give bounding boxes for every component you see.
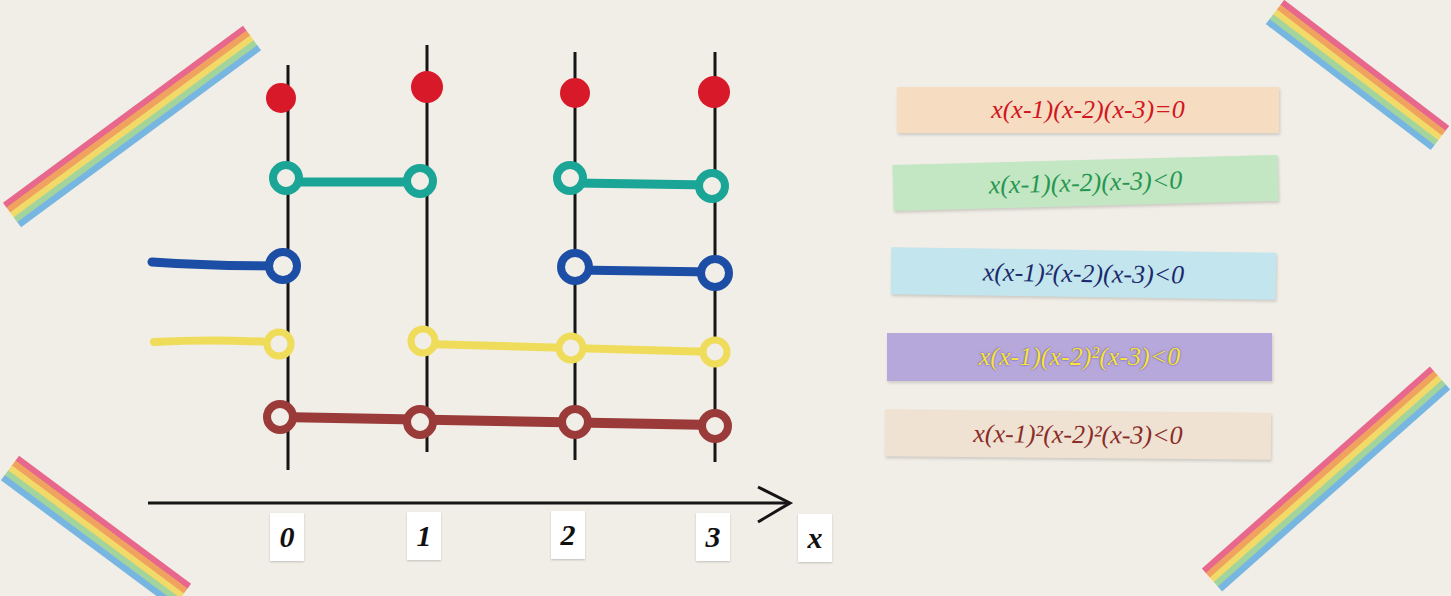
equation-strip: x(x-1)(x-2)(x-3)=0: [897, 87, 1279, 133]
open-point: [273, 165, 299, 191]
candy-stripe: [5, 28, 245, 205]
candy-stripe: [1268, 22, 1433, 148]
candy-stripe: [1204, 369, 1432, 571]
candy-stripe: [14, 463, 186, 591]
interval: [288, 178, 418, 187]
axis-number: 2: [561, 518, 576, 552]
candy-stripe: [1279, 7, 1444, 133]
candy-stripe: [8, 33, 248, 210]
open-point: [411, 329, 435, 353]
axis-tag: 3: [696, 513, 730, 561]
x-axis: [148, 502, 788, 505]
open-point: [699, 173, 725, 199]
candy-stripe: [1271, 17, 1436, 143]
equation-text: x(x-1)²(x-2)(x-3)<0: [983, 257, 1185, 290]
interval: [575, 270, 714, 272]
axis-number: 0: [280, 520, 295, 554]
open-point: [559, 336, 583, 360]
axis-arrowhead: [758, 487, 790, 522]
solution-point: [266, 83, 296, 113]
candy-stripe: [12, 38, 252, 215]
candy-stripe: [10, 468, 182, 596]
axis-tag: x: [798, 514, 832, 562]
open-point: [407, 409, 433, 435]
interval: [280, 417, 715, 425]
axis-tag: 0: [270, 513, 304, 561]
equation-text: x(x-1)(x-2)(x-3)<0: [988, 165, 1182, 200]
axis-tag: 2: [551, 511, 585, 559]
interval: [575, 183, 712, 185]
axis-number: x: [808, 521, 823, 555]
equation-strip: x(x-1)(x-2)²(x-3)<0: [887, 333, 1272, 381]
open-point: [561, 253, 589, 281]
ray: [152, 262, 282, 266]
equation-text: x(x-1)(x-2)²(x-3)<0: [979, 342, 1180, 372]
open-point: [267, 332, 291, 356]
solution-point: [698, 76, 730, 108]
candy-stripe: [1212, 378, 1440, 580]
equation-strip: x(x-1)(x-2)(x-3)<0: [892, 155, 1278, 211]
candy-stripe: [19, 48, 259, 225]
open-point: [703, 340, 727, 364]
open-point: [562, 409, 588, 435]
axis-number: 1: [417, 519, 432, 553]
candy-stripe: [1282, 2, 1447, 128]
open-point: [701, 259, 729, 287]
candy-stripe: [1208, 374, 1436, 576]
equation-strip: x(x-1)²(x-2)²(x-3)<0: [885, 409, 1271, 459]
grid-line: [426, 45, 429, 452]
candy-stripe: [16, 43, 256, 220]
open-point: [267, 404, 293, 430]
open-point: [557, 165, 583, 191]
candy-stripe: [6, 473, 178, 596]
equation-text: x(x-1)²(x-2)²(x-3)<0: [973, 419, 1182, 451]
axis-tag: 1: [407, 512, 441, 560]
equation-strip: x(x-1)²(x-2)(x-3)<0: [891, 247, 1277, 299]
axis-number: 3: [706, 520, 721, 554]
ray: [154, 341, 270, 343]
solution-point: [560, 78, 590, 108]
open-point: [269, 252, 297, 280]
open-point: [702, 413, 728, 439]
solution-point: [411, 71, 443, 103]
candy-stripe: [3, 478, 175, 596]
open-point: [407, 168, 433, 194]
equation-text: x(x-1)(x-2)(x-3)=0: [991, 95, 1185, 125]
candy-stripe: [1275, 12, 1440, 138]
candy-stripe: [17, 458, 189, 586]
